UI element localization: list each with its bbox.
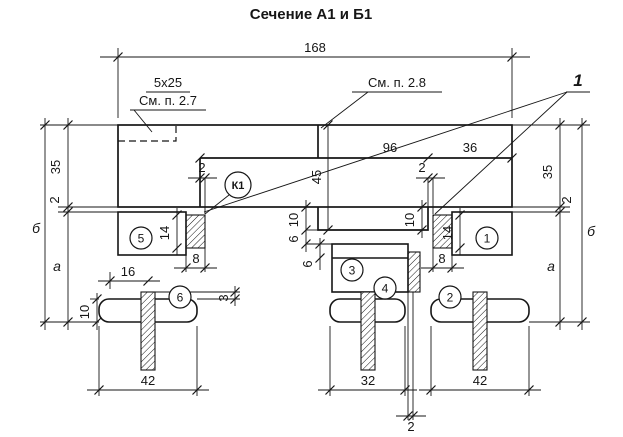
balloon-6-label: 6 bbox=[177, 291, 184, 305]
dim-seal-gap-right-2: 2 bbox=[418, 160, 425, 175]
balloon-5-label: 5 bbox=[138, 232, 145, 246]
dim-overall: 168 bbox=[100, 40, 530, 118]
axis-label-a-left: а bbox=[53, 258, 61, 274]
dim-chain-right: 35 2 а б bbox=[512, 118, 596, 330]
dim-3: 3 bbox=[216, 294, 231, 301]
balloon-k1-label: К1 bbox=[232, 180, 245, 192]
dim-gap-6-lower: 6 bbox=[300, 260, 315, 267]
note-chamfer: 5х25 bbox=[154, 75, 182, 90]
drawing-title: Сечение А1 и Б1 bbox=[250, 6, 373, 23]
dim-chain-left: 35 2 а б 10 bbox=[32, 118, 118, 330]
seal-left bbox=[185, 214, 206, 249]
stem-right bbox=[472, 291, 488, 371]
balloon-3 bbox=[340, 258, 364, 282]
lintel-panel bbox=[117, 124, 513, 231]
seal-middle bbox=[407, 251, 421, 293]
dim-seal-8-right: 8 bbox=[438, 251, 445, 266]
dim-overall-width: 168 bbox=[304, 40, 326, 55]
dim-seal-gap-left-2: 2 bbox=[198, 160, 205, 175]
balloon-1 bbox=[475, 226, 499, 250]
dim-inner-96-36: 96 36 bbox=[194, 140, 518, 164]
balloon-k1 bbox=[224, 171, 252, 199]
gasket-legs bbox=[98, 291, 530, 371]
stem-left bbox=[140, 291, 156, 371]
balloon-3-label: 3 bbox=[349, 264, 356, 278]
stem-middle bbox=[360, 291, 376, 371]
dim-42-right: 42 bbox=[473, 373, 487, 388]
dim-seal-8-left: 8 bbox=[192, 251, 199, 266]
note-chamfer-block: 5х25 См. п. 2.7 bbox=[130, 75, 206, 133]
dim-16: 16 bbox=[121, 264, 135, 279]
dim-chain-middle: 10 6 6 bbox=[286, 200, 332, 270]
dim-rib-10-right: 10 bbox=[402, 213, 417, 227]
dim-bottom-row: 42 32 42 bbox=[87, 326, 541, 396]
leader-label-1: 1 bbox=[573, 71, 582, 90]
dim-seal-right: 14 8 bbox=[421, 208, 466, 274]
dim-32: 32 bbox=[361, 373, 375, 388]
dim-45: 45 bbox=[309, 170, 324, 184]
axis-label-b-left: б bbox=[32, 220, 41, 236]
dim-rib-right: 10 bbox=[402, 200, 428, 238]
dim-36: 36 bbox=[463, 140, 477, 155]
dim-seal-14-right: 14 bbox=[440, 226, 455, 240]
dim-left-35: 35 bbox=[48, 160, 63, 174]
axis-label-a-right: а bbox=[547, 258, 555, 274]
dim-left-10: 10 bbox=[77, 305, 92, 319]
dim-42-left: 42 bbox=[141, 373, 155, 388]
dim-rib-10-left: 10 bbox=[286, 213, 301, 227]
balloon-2-label: 2 bbox=[447, 291, 454, 305]
balloon-1-label: 1 bbox=[484, 232, 491, 246]
balloon-5 bbox=[129, 226, 153, 250]
balloon-4-label: 4 bbox=[382, 282, 389, 296]
dim-depth-45: 45 bbox=[309, 119, 334, 236]
dim-left-2: 2 bbox=[47, 196, 62, 203]
leader-callout-1: 1 bbox=[203, 71, 590, 215]
dim-right-2: 2 bbox=[559, 196, 574, 203]
dim-gap-6-upper: 6 bbox=[286, 235, 301, 242]
balloon-4 bbox=[373, 276, 397, 300]
balloon-2 bbox=[438, 285, 462, 309]
position-balloons: К1 5 1 3 4 2 6 bbox=[129, 171, 499, 309]
dim-seal-left: 14 8 bbox=[157, 208, 217, 274]
note-ref-28: См. п. 2.8 bbox=[368, 75, 426, 90]
note-ref-28-block: См. п. 2.8 bbox=[320, 75, 442, 129]
dim-offset-16: 16 bbox=[98, 264, 160, 289]
dim-bottom-2: 2 bbox=[407, 419, 414, 434]
dim-right-35: 35 bbox=[540, 165, 555, 179]
dim-bottom-joint: 2 bbox=[396, 292, 426, 434]
note-ref-27: См. п. 2.7 bbox=[139, 93, 197, 108]
axis-label-b-right: б bbox=[587, 223, 596, 239]
seal-right bbox=[432, 214, 453, 249]
dim-96: 96 bbox=[383, 140, 397, 155]
dim-seal-gap-right: 2 bbox=[416, 160, 445, 214]
sealant-strips bbox=[185, 214, 453, 293]
dim-seal-14-left: 14 bbox=[157, 226, 172, 240]
dim-stem-3: 3 bbox=[155, 286, 241, 306]
balloon-6 bbox=[168, 285, 192, 309]
dim-seal-gap-left: 2 bbox=[188, 160, 217, 214]
